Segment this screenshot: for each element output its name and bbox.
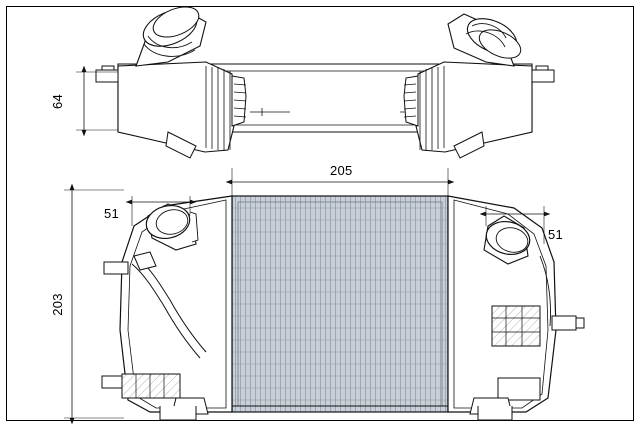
dimension-51-right [479, 206, 551, 244]
dimension-label-51-left: 51 [104, 206, 120, 221]
dimension-203 [64, 183, 124, 425]
dimension-label-64: 64 [50, 93, 66, 110]
dimension-64 [76, 65, 118, 137]
dimension-label-51-right: 51 [548, 227, 564, 242]
dimension-51-left [125, 196, 197, 226]
dimension-205 [225, 168, 455, 196]
top-view-group [76, 6, 555, 159]
front-view-group [64, 168, 585, 425]
dimension-label-203: 203 [49, 293, 65, 316]
dimension-label-205: 205 [330, 163, 353, 178]
